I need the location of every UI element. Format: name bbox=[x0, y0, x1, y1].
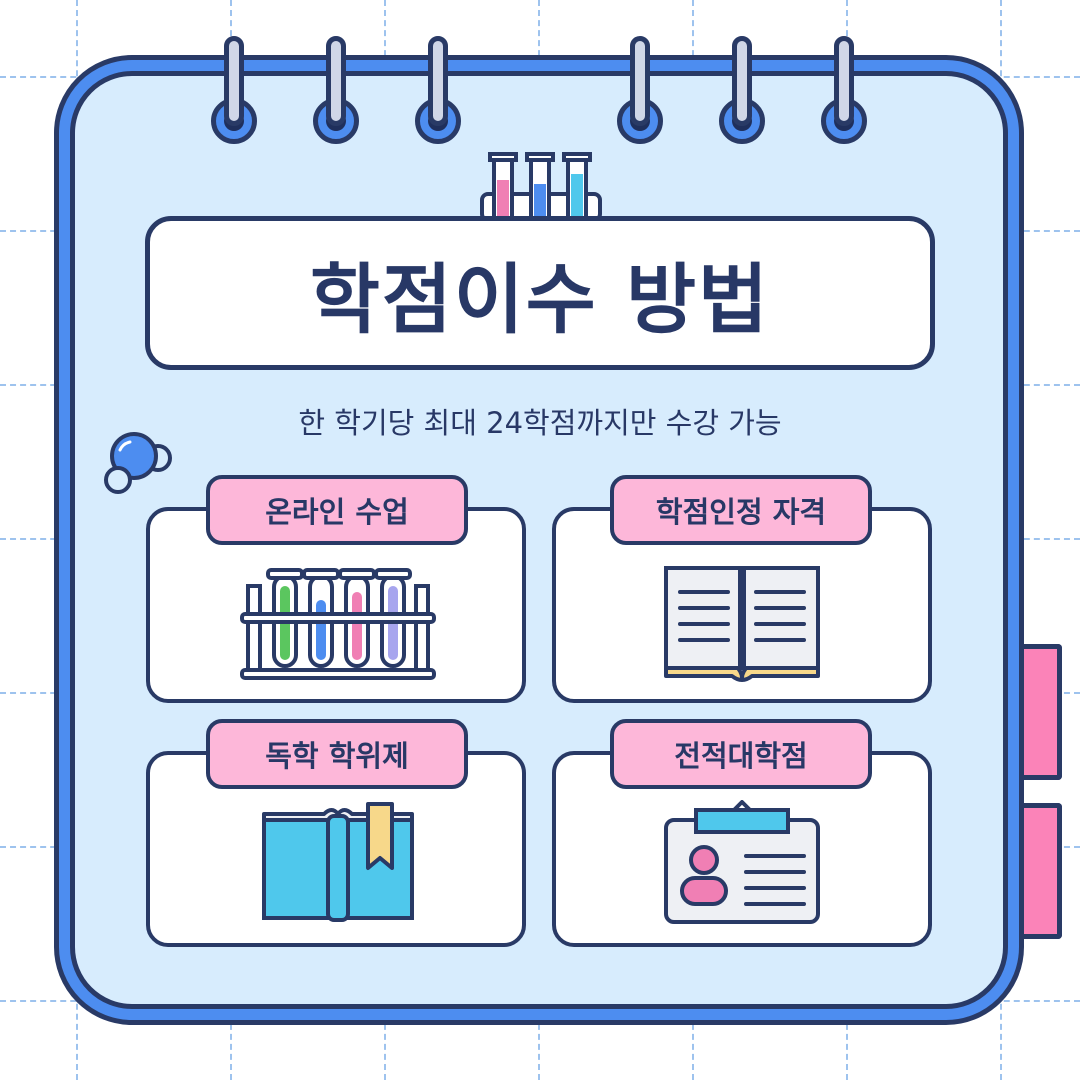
binder-ring bbox=[428, 36, 448, 126]
card-label: 학점인정 자격 bbox=[610, 475, 872, 545]
card-label: 독학 학위제 bbox=[206, 719, 468, 789]
binder-ring bbox=[834, 36, 854, 126]
binder-ring bbox=[630, 36, 650, 126]
binder-ring bbox=[732, 36, 752, 126]
test-tubes-icon bbox=[240, 568, 436, 680]
card-label: 전적대학점 bbox=[610, 719, 872, 789]
molecule-icon bbox=[104, 432, 172, 494]
page-title: 학점이수 방법 bbox=[310, 255, 770, 344]
open-book-icon bbox=[664, 566, 820, 682]
title-box: 학점이수 방법 bbox=[145, 216, 935, 370]
card-label: 온라인 수업 bbox=[206, 475, 468, 545]
subtitle: 한 학기당 최대 24학점까지만 수강 가능 bbox=[298, 406, 782, 440]
id-card-icon bbox=[664, 800, 820, 924]
binder-ring bbox=[326, 36, 346, 126]
bookmarked-book-icon bbox=[262, 802, 414, 922]
binder-ring bbox=[224, 36, 244, 126]
test-tubes-icon bbox=[480, 152, 602, 222]
